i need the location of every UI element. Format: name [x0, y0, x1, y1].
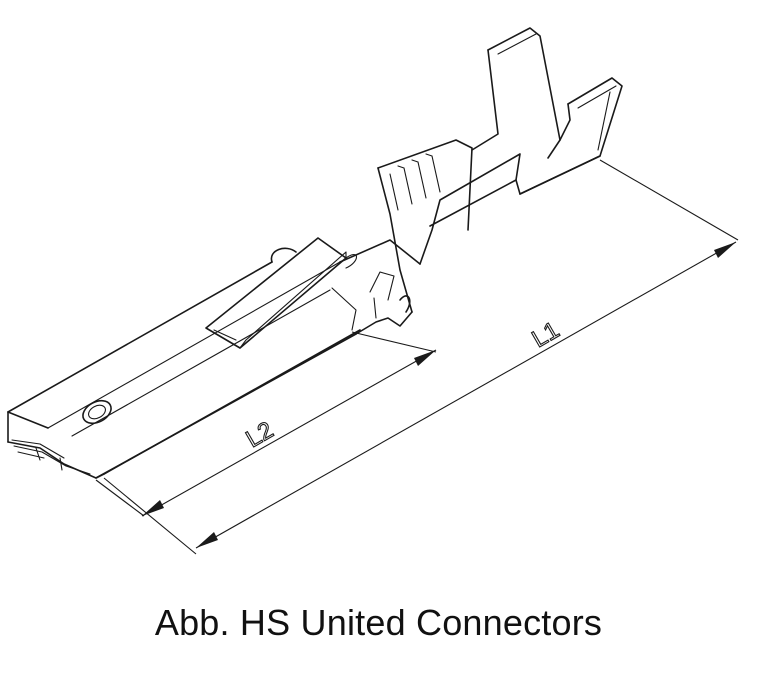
connector-technical-drawing: L1 L2: [7, 27, 739, 555]
figure-caption: Abb. HS United Connectors: [154, 602, 603, 643]
locking-lance: [205, 237, 358, 349]
insulation-crimp-wings: [471, 27, 623, 195]
l1-label: L1: [528, 316, 565, 353]
conductor-crimp-wings: [377, 139, 521, 313]
transition-neck: [339, 239, 421, 335]
dimension-l2: L2: [95, 331, 437, 517]
l2-label: L2: [242, 416, 279, 453]
contact-blade: [7, 261, 361, 479]
